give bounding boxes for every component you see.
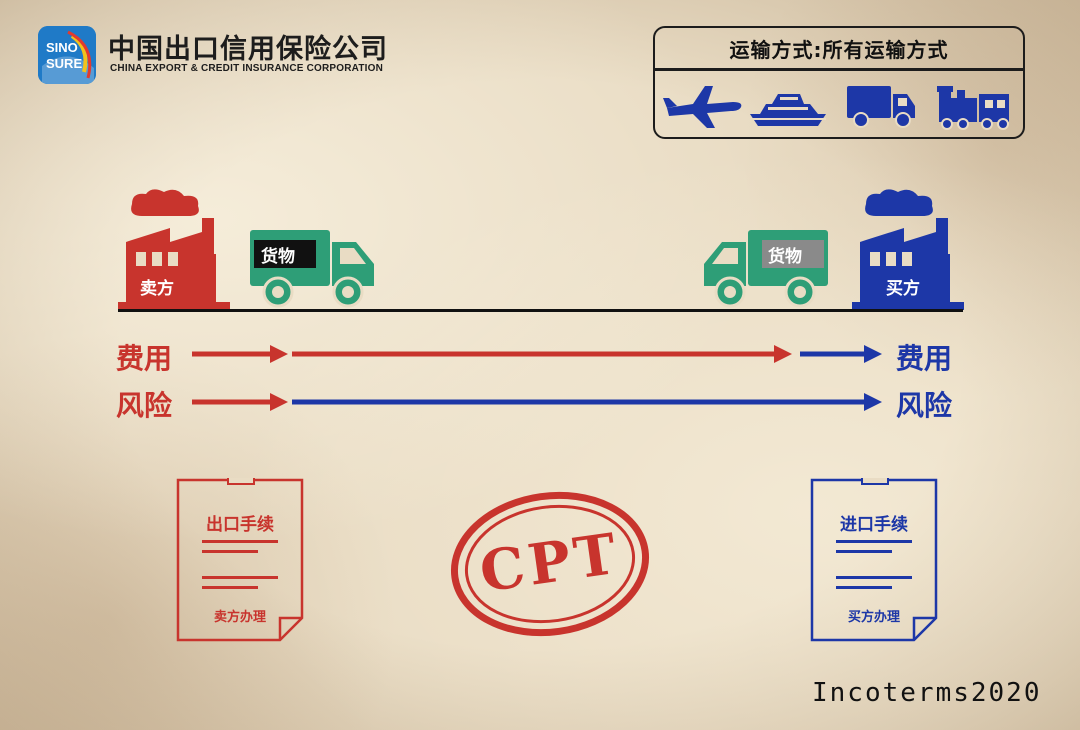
airplane-icon [663, 80, 743, 134]
transport-title: 运输方式:所有运输方式 [729, 38, 949, 62]
ship-icon [748, 80, 828, 134]
company-name-cn: 中国出口信用保险公司 [108, 34, 388, 65]
cost-label-seller: 费用 [116, 342, 173, 375]
import-document-handler: 买方办理 [847, 610, 900, 625]
logo-badge-line2: SURE [46, 56, 82, 71]
risk-label-buyer: 风险 [896, 389, 953, 422]
incoterms-label: Incoterms2020 [812, 678, 1042, 708]
export-document: 出口手续 卖方办理 [176, 478, 304, 642]
buyer-label: 买方 [886, 279, 920, 299]
import-document-title: 进口手续 [840, 515, 908, 535]
import-document: 进口手续 买方办理 [810, 478, 938, 642]
truck-icon [845, 80, 917, 134]
export-document-handler: 卖方办理 [213, 610, 266, 625]
cpt-stamp: CPT [448, 488, 652, 640]
seller-factory-icon: 卖方 [118, 188, 230, 316]
company-name-en: CHINA EXPORT & CREDIT INSURANCE CORPORAT… [110, 63, 384, 74]
cost-arrow-seller-long [292, 345, 792, 363]
logo-badge-line1: SINO [46, 40, 78, 55]
sinosure-logo: SINO SURE [38, 26, 96, 84]
risk-arrow-seller [192, 393, 288, 411]
goods-label-right: 货物 [768, 247, 802, 267]
train-icon [935, 80, 1015, 134]
cost-arrow-buyer [800, 345, 882, 363]
risk-label-seller: 风险 [116, 389, 173, 422]
ground-line [118, 309, 963, 312]
seller-label: 卖方 [140, 279, 174, 299]
cost-label-buyer: 费用 [896, 342, 953, 375]
transport-divider [653, 68, 1023, 71]
goods-label-left: 货物 [261, 247, 295, 267]
transport-modes-box: 运输方式:所有运输方式 [653, 26, 1025, 139]
cost-arrow-seller-short [192, 345, 288, 363]
risk-arrow-buyer [292, 393, 882, 411]
truck-left-icon: 货物 [248, 226, 380, 314]
truck-right-icon: 货物 [700, 226, 832, 314]
buyer-factory-icon: 买方 [852, 188, 964, 316]
export-document-title: 出口手续 [206, 515, 274, 535]
